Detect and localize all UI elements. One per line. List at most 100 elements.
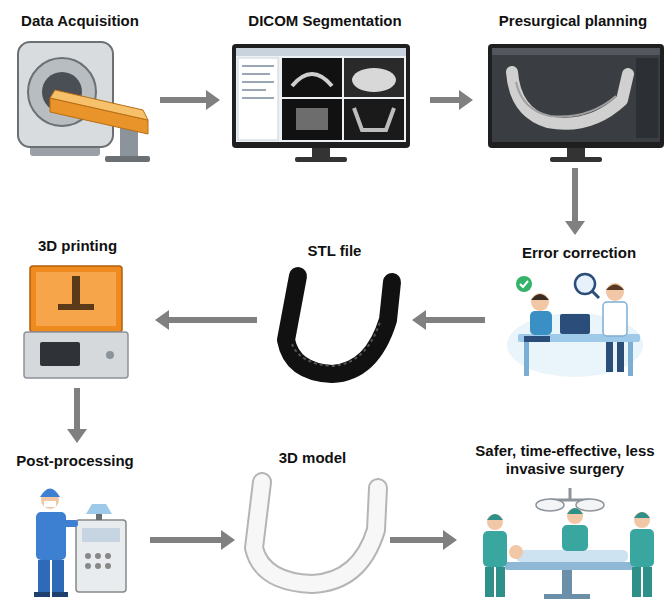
- step-node: Safer, time-effective, less invasive sur…: [462, 438, 668, 603]
- ct-scanner-part: [105, 156, 150, 162]
- ct-scanner-part: [50, 90, 148, 120]
- flow-arrow: [160, 90, 220, 110]
- technician-scene-part: [34, 592, 50, 597]
- segmentation-monitor-part: [292, 74, 332, 86]
- technician-scene-part: [36, 512, 66, 560]
- technician-scene-part: [95, 553, 101, 559]
- technician-scene-part: [82, 528, 120, 542]
- review-scene-part: [592, 291, 599, 298]
- surgery-scene-part: [505, 562, 633, 570]
- segmentation-monitor-part: [242, 73, 270, 75]
- step-node: Post-processing: [5, 448, 145, 603]
- step-label: Presurgical planning: [478, 12, 668, 30]
- segmentation-monitor-part: [242, 89, 266, 91]
- segmentation-monitor-part: [344, 99, 404, 140]
- surgery-scene-part: [643, 567, 652, 597]
- surgery-scene-part: [496, 567, 505, 597]
- 3d-printer-part: [24, 332, 128, 378]
- segmentation-monitor-part: [238, 58, 278, 140]
- surgery-scene: [483, 488, 654, 599]
- segmentation-monitor-part: [236, 48, 406, 142]
- 3d-printer-part: [40, 342, 80, 366]
- planning-monitor-part: [488, 44, 664, 148]
- step-node: DICOM Segmentation: [225, 8, 425, 163]
- step-label: STL file: [262, 242, 407, 260]
- review-scene-part: [524, 342, 529, 376]
- technician-scene-part: [76, 520, 126, 592]
- review-scene-part: [606, 342, 613, 372]
- surgery-scene-part: [487, 514, 503, 520]
- flow-arrow: [412, 310, 485, 330]
- segmentation-monitor-part: [296, 108, 328, 130]
- technician-scene-part: [44, 501, 56, 507]
- technician-scene-part: [105, 553, 111, 559]
- ct-scanner: [18, 42, 150, 162]
- printed-model-part: [254, 482, 378, 584]
- technician-scene-part: [52, 592, 68, 597]
- segmentation-monitor-part: [236, 48, 406, 56]
- step-node: Presurgical planning: [478, 8, 668, 163]
- 3d-printer-part: [30, 266, 122, 332]
- surgery-scene-part: [562, 570, 572, 594]
- planning-monitor-part: [492, 48, 660, 55]
- flow-arrow: [150, 530, 235, 550]
- review-scene-part: [531, 294, 549, 300]
- segmentation-monitor-part: [242, 65, 274, 67]
- step-label: DICOM Segmentation: [225, 12, 425, 30]
- planning-monitor-part: [512, 72, 628, 124]
- step-label: Error correction: [490, 244, 668, 262]
- 3d-printer-part: [58, 304, 94, 310]
- technician-scene-part: [95, 563, 101, 569]
- planning-monitor-part: [492, 48, 660, 142]
- step-node: Data Acquisition: [5, 8, 155, 163]
- stl-mandible-part: [286, 276, 392, 374]
- technician-scene-part: [86, 504, 112, 514]
- flow-arrow: [565, 168, 585, 235]
- stl-mandible-part: [292, 322, 380, 366]
- segmentation-monitor-part: [282, 99, 342, 140]
- segmentation-monitor-part: [282, 58, 342, 97]
- technician-scene: [34, 489, 126, 598]
- review-scene-part: [516, 276, 532, 292]
- surgery-scene-part: [516, 550, 628, 562]
- step-label: Data Acquisition: [5, 12, 155, 30]
- step-node: Error correction: [490, 240, 668, 380]
- planning-monitor-part: [636, 58, 658, 138]
- flow-arrow: [390, 530, 457, 550]
- surgery-scene-part: [567, 508, 583, 524]
- surgery-scene-part: [632, 567, 641, 597]
- 3d-printer: [24, 266, 128, 378]
- step-node: 3D model: [240, 445, 385, 595]
- review-scene: [507, 274, 643, 377]
- review-scene-part: [628, 342, 633, 376]
- step-label: 3D printing: [5, 237, 150, 255]
- surgery-scene-part: [536, 499, 564, 511]
- step-node: STL file: [262, 238, 407, 383]
- surgery-scene-part: [562, 525, 588, 551]
- step-label: 3D model: [240, 449, 385, 467]
- review-scene-part: [617, 342, 624, 372]
- step-label: Safer, time-effective, less invasive sur…: [462, 442, 668, 478]
- planning-monitor: [488, 44, 664, 162]
- surgery-scene-part: [576, 499, 604, 511]
- technician-scene-part: [40, 489, 60, 498]
- segmentation-monitor-part: [232, 44, 410, 148]
- surgery-scene-part: [509, 545, 523, 559]
- technician-scene-part: [52, 560, 64, 594]
- flow-arrow: [155, 310, 257, 330]
- review-scene-part: [520, 281, 528, 287]
- technician-scene-part: [105, 563, 111, 569]
- segmentation-monitor-part: [242, 97, 274, 99]
- review-scene-part: [606, 283, 624, 301]
- flow-arrow: [67, 388, 87, 443]
- stl-mandible: [286, 276, 392, 374]
- segmentation-monitor-part: [344, 58, 404, 97]
- surgery-scene-part: [483, 531, 507, 567]
- surgery-scene-part: [485, 567, 494, 597]
- surgery-scene-part: [634, 512, 650, 528]
- surgery-scene-part: [634, 512, 650, 518]
- review-scene-part: [530, 311, 552, 335]
- segmentation-monitor: [232, 44, 410, 162]
